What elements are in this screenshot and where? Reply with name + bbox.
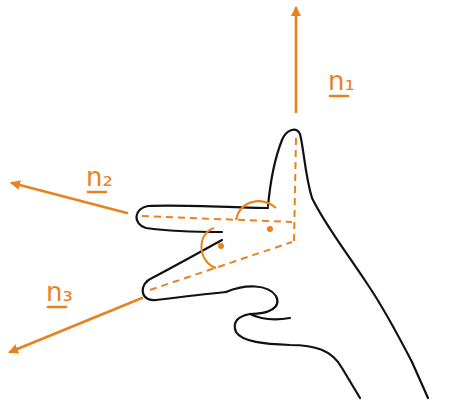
vector-label: n₃ xyxy=(46,279,73,305)
vector-label: n₂ xyxy=(86,164,113,190)
vector-label: n₁ xyxy=(328,68,355,94)
